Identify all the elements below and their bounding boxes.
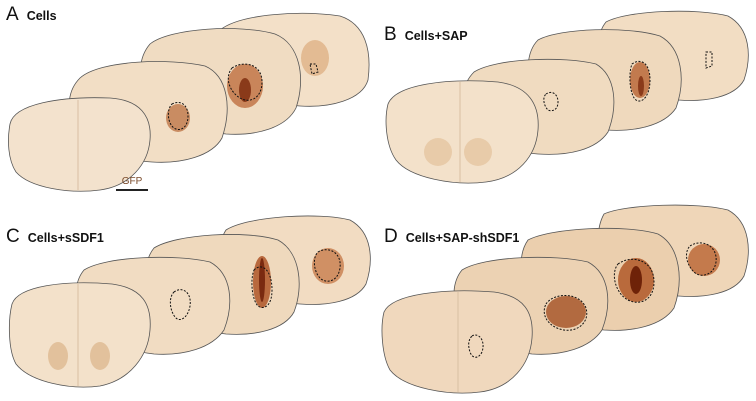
brain-sections-a bbox=[8, 13, 370, 192]
scale-bar: GFP bbox=[116, 176, 148, 191]
panel-b: B Cells+SAP bbox=[378, 0, 756, 200]
brain-section bbox=[8, 282, 151, 388]
panel-letter: C bbox=[6, 226, 20, 247]
brain-section bbox=[381, 290, 533, 394]
panel-condition: Cells+SAP-shSDF1 bbox=[405, 231, 520, 245]
brain-section bbox=[8, 97, 151, 192]
panel-condition: Cells+sSDF1 bbox=[27, 231, 104, 245]
panel-label: D Cells+SAP-shSDF1 bbox=[384, 226, 519, 248]
brain-sections-b bbox=[385, 10, 749, 184]
brain-sections-c bbox=[8, 215, 371, 388]
panel-a: A Cells GFP bbox=[0, 0, 378, 200]
scale-bar-line bbox=[116, 189, 148, 191]
panel-letter: B bbox=[384, 24, 397, 45]
panel-condition: Cells bbox=[26, 9, 57, 23]
panel-d: D Cells+SAP-shSDF1 bbox=[378, 200, 756, 400]
panel-letter: A bbox=[6, 4, 19, 25]
panel-c: C Cells+sSDF1 bbox=[0, 200, 378, 400]
panel-letter: D bbox=[384, 226, 398, 247]
panel-label: A Cells bbox=[6, 4, 57, 26]
brain-sections-d bbox=[381, 204, 749, 394]
brain-section bbox=[385, 80, 539, 184]
panel-condition: Cells+SAP bbox=[404, 29, 468, 43]
panel-label: C Cells+sSDF1 bbox=[6, 226, 104, 248]
panel-label: B Cells+SAP bbox=[384, 24, 468, 46]
scale-bar-label: GFP bbox=[121, 176, 143, 187]
